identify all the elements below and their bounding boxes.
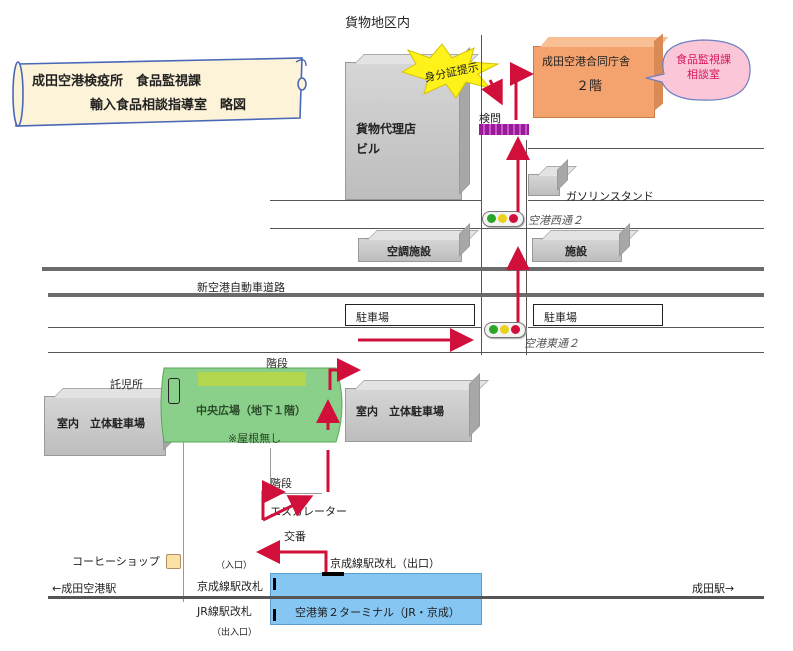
parking-left: 駐車場 <box>345 304 475 326</box>
parking-left-label: 駐車場 <box>356 311 389 324</box>
expressway-road-bottom <box>48 293 764 297</box>
expressway-label: 新空港自動車道路 <box>197 281 285 294</box>
road-line-1 <box>528 148 764 149</box>
facility-label: 施設 <box>565 245 587 258</box>
daycare-label: 託児所 <box>110 378 143 391</box>
traffic-light-west <box>482 211 524 227</box>
airport-west-label: 空港西通２ <box>528 214 583 227</box>
govt-office-label: 成田空港合同庁舎 <box>542 55 630 68</box>
scroll-line-2: 輸入食品相談指導室 略図 <box>90 98 247 113</box>
facility: 施設 <box>532 223 639 262</box>
gas-station <box>528 159 577 196</box>
road-line-5 <box>48 327 482 328</box>
central-plaza-label: 中央広場（地下１階） <box>196 404 306 417</box>
ac-facility: 空調施設 <box>358 223 479 262</box>
road-line-7 <box>48 352 764 353</box>
parking-right-label: 駐車場 <box>544 311 577 324</box>
walkway-stair-rail <box>270 448 271 494</box>
vertical-road-left <box>481 35 482 355</box>
central-plaza <box>160 367 343 443</box>
daycare-marker <box>168 378 180 404</box>
airport-east-label: 空港東通２ <box>524 337 579 350</box>
indoor-parking-left: 室内 立体駐車場 <box>44 381 183 456</box>
railway-line <box>48 596 764 599</box>
entry-exit-label: （出入口） <box>212 628 258 638</box>
scroll-shape <box>12 57 307 127</box>
road-line-2 <box>270 200 482 201</box>
indoor-parking-right: 室内 立体駐車場 <box>345 373 489 442</box>
cargo-agent-label: 貨物代理店 ビル <box>356 122 417 156</box>
indoor-parking-right-label: 室内 立体駐車場 <box>356 405 444 418</box>
expressway-road-top <box>42 267 764 271</box>
gate-marker-top <box>322 572 344 576</box>
road-line-6 <box>528 327 764 328</box>
id-badge-star <box>400 43 500 99</box>
gate-marker-left-2 <box>273 609 276 621</box>
govt-office-building: 成田空港合同庁舎 ２階 <box>533 33 669 118</box>
walkway-left <box>183 442 184 602</box>
ac-facility-label: 空調施設 <box>387 245 431 258</box>
coffee-shop-icon <box>166 554 181 569</box>
indoor-parking-left-label: 室内 立体駐車場 <box>57 417 145 430</box>
narita-station-label: 成田駅→ <box>692 582 735 595</box>
walkway-stair-rail-h <box>270 493 322 494</box>
road-line-3 <box>528 200 764 201</box>
jr-gate-label: JR線駅改札 <box>197 605 252 618</box>
road-line-4 <box>270 228 764 229</box>
keisei-exit-label: 京成線駅改札（出口） <box>330 557 440 570</box>
stairs-upper-label: 階段 <box>266 357 288 370</box>
alternating-label: 交番 <box>284 530 306 543</box>
terminal-2: 空港第２ターミナル（JR・京成） <box>270 573 482 625</box>
traffic-light-east <box>484 322 526 338</box>
parking-right: 駐車場 <box>533 304 663 326</box>
govt-floor-label: ２階 <box>576 79 603 94</box>
no-roof-label: ※屋根無し <box>228 432 282 445</box>
gas-station-label: ガソリンスタンド <box>566 190 654 203</box>
entrance-label: （入口） <box>216 561 253 571</box>
scroll-line-1: 成田空港検疫所 食品監視課 <box>32 74 202 89</box>
narita-airport-station-label: ←成田空港駅 <box>52 582 117 595</box>
consult-bubble <box>645 39 751 101</box>
area-title: 貨物地区内 <box>345 16 411 31</box>
keisei-gate-label: 京成線駅改札 <box>197 580 263 593</box>
coffee-shop-label: コーヒーショップ <box>72 555 160 568</box>
consult-room-label: 食品監視課 相談室 <box>676 53 731 81</box>
gate-marker-left-1 <box>273 578 276 590</box>
title-scroll: 成田空港検疫所 食品監視課 輸入食品相談指導室 略図 <box>10 54 310 134</box>
checkpoint-bar <box>479 124 529 135</box>
checkpoint-label: 検問 <box>479 112 501 125</box>
terminal-label: 空港第２ターミナル（JR・京成） <box>295 606 460 619</box>
